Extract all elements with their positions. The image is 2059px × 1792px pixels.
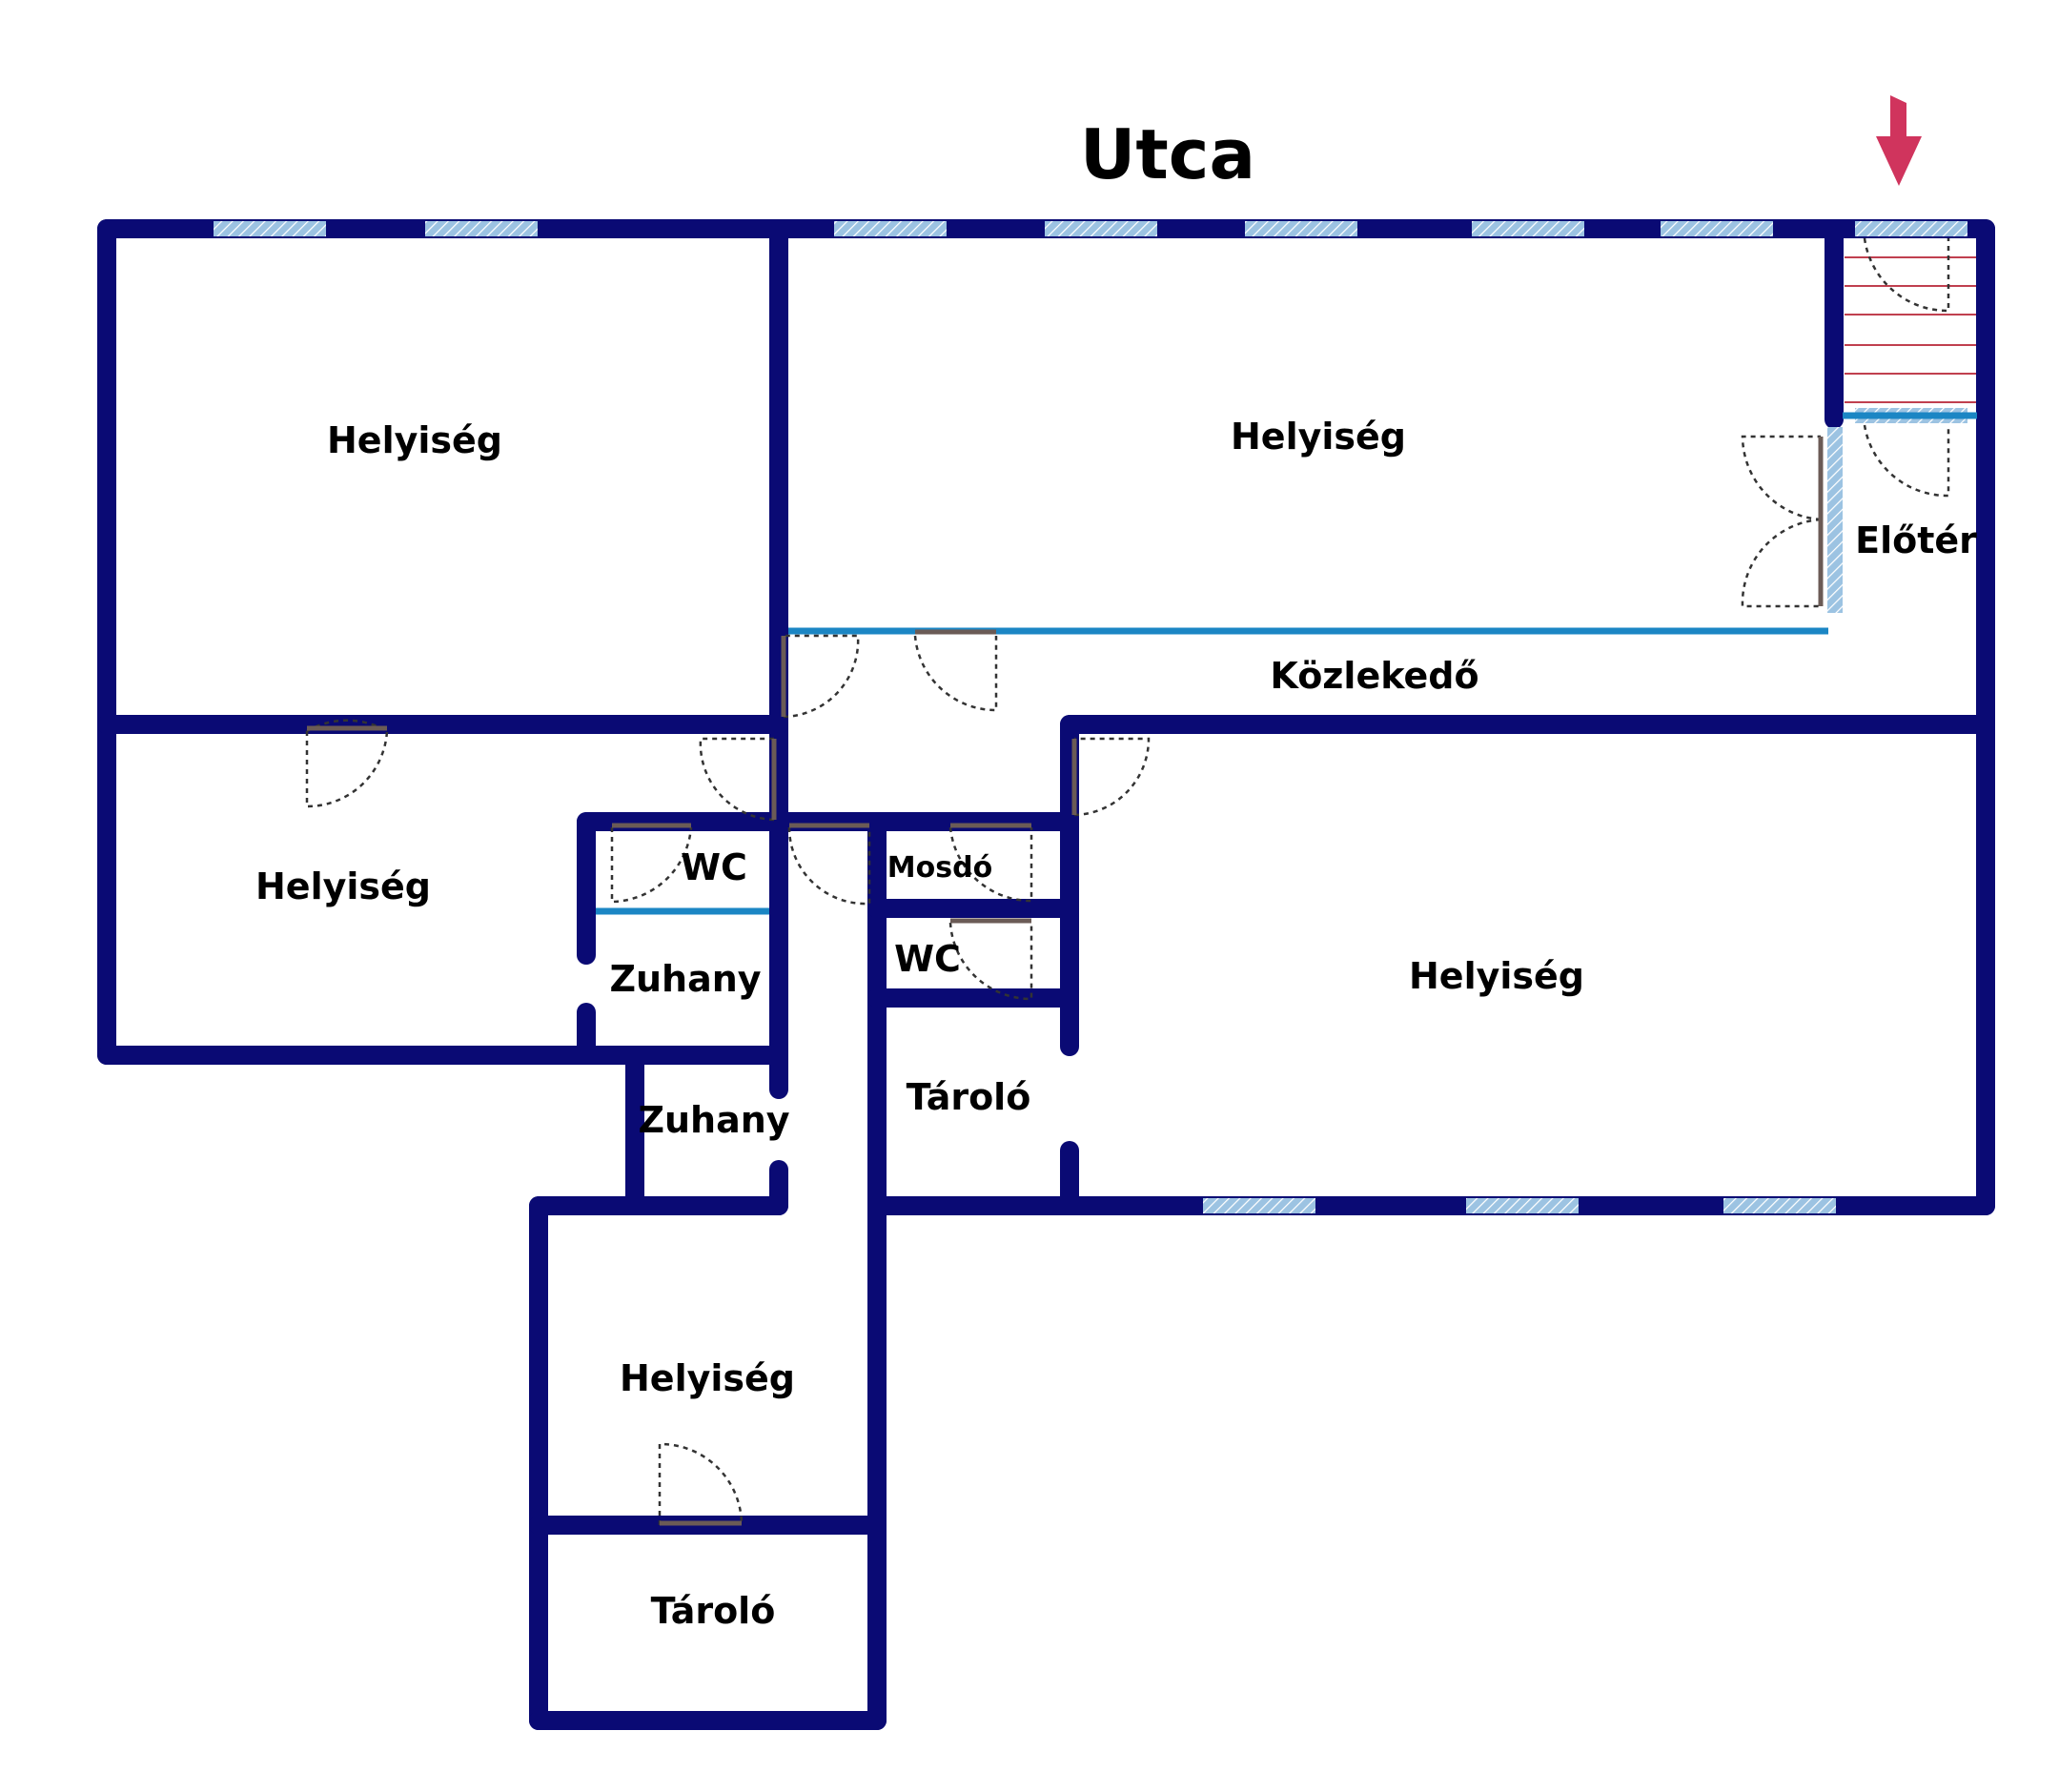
- room-label-right-large: Helyiség: [1409, 955, 1584, 997]
- room-label-storage-bottom: Tároló: [651, 1590, 776, 1632]
- room-label-bottom: Helyiség: [620, 1357, 795, 1399]
- window: [1466, 1198, 1579, 1213]
- window: [1045, 221, 1157, 236]
- window: [425, 221, 538, 236]
- room-label-shower-1: Zuhany: [609, 958, 761, 1000]
- window: [1827, 427, 1843, 613]
- doors: [305, 237, 1950, 1526]
- arrow-down-icon: [1876, 95, 1922, 186]
- staircase: [1845, 256, 1981, 403]
- window: [1472, 221, 1584, 236]
- window: [834, 221, 947, 236]
- room-label-top-left: Helyiség: [327, 419, 502, 461]
- walls: [97, 219, 1995, 1730]
- window: [1723, 1198, 1836, 1213]
- window: [214, 221, 326, 236]
- room-label-entry: Előtér: [1855, 519, 1977, 561]
- room-label-corridor: Közlekedő: [1270, 655, 1478, 697]
- window: [1661, 221, 1773, 236]
- room-label-left-mid: Helyiség: [255, 865, 431, 907]
- room-label-wc-left: WC: [681, 846, 747, 888]
- room-label-washroom: Mosdó: [887, 851, 992, 885]
- street-title: Utca: [1080, 114, 1255, 194]
- windows: [214, 221, 1967, 1213]
- room-label-wc-right: WC: [894, 938, 961, 980]
- window: [1203, 1198, 1315, 1213]
- room-label-top-center: Helyiség: [1231, 416, 1406, 458]
- room-label-shower-2: Zuhany: [638, 1099, 789, 1141]
- window: [1245, 221, 1357, 236]
- window: [1855, 221, 1967, 236]
- room-label-storage-mid: Tároló: [907, 1076, 1031, 1118]
